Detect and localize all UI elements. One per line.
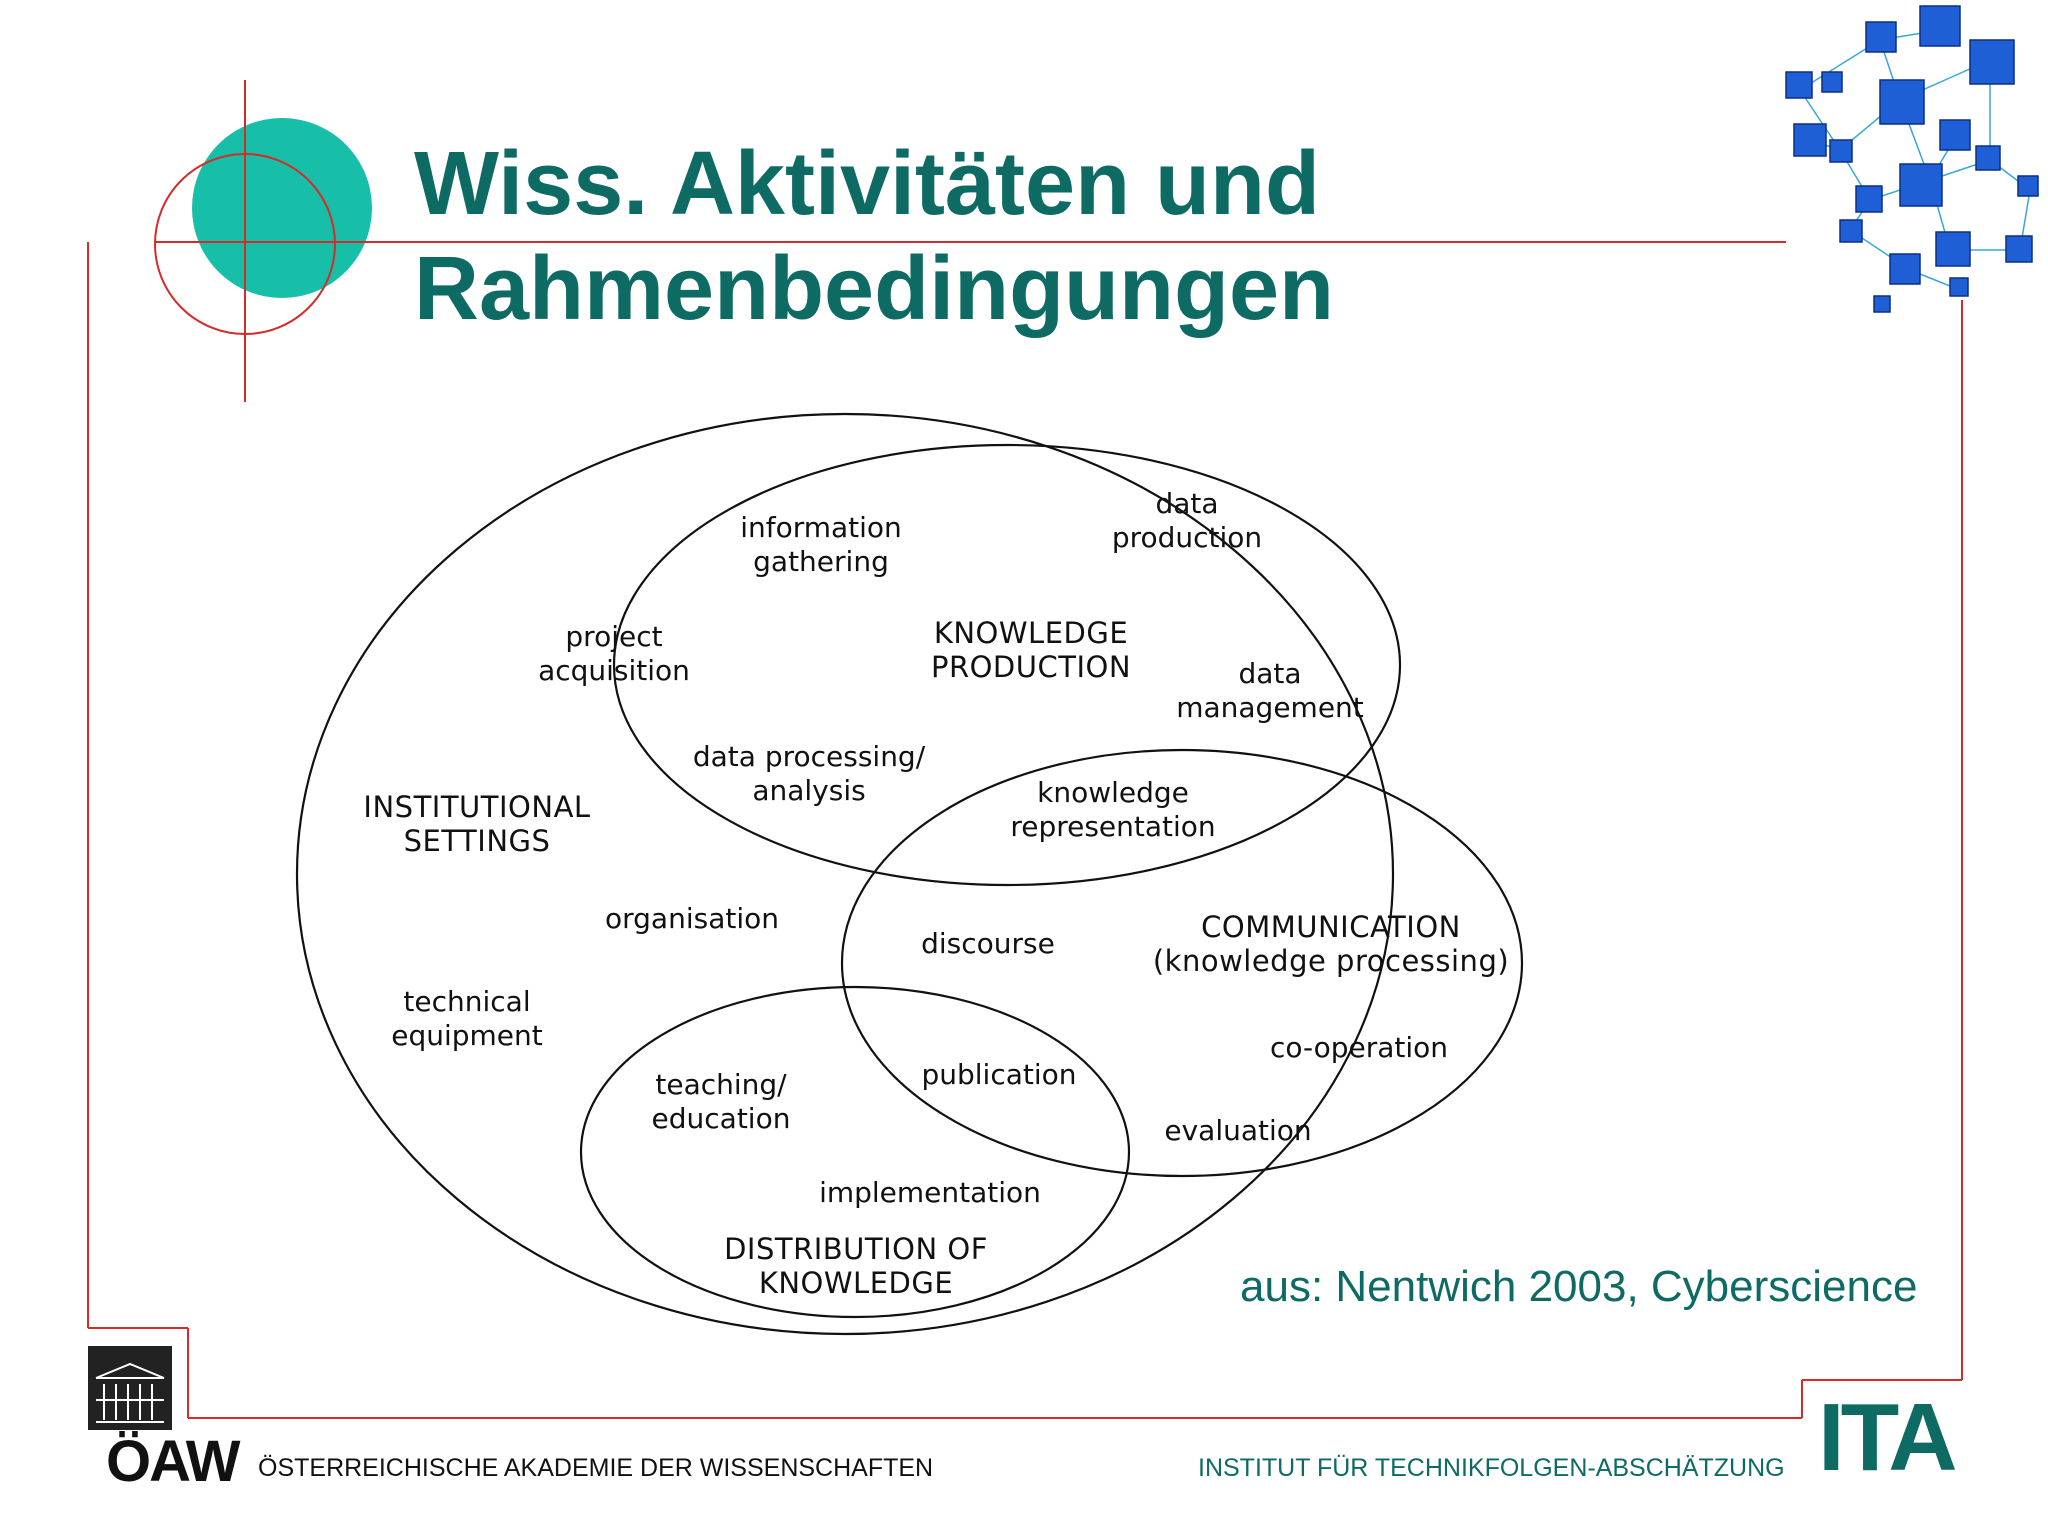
oaw-logo: ÖAW — [106, 1429, 241, 1494]
crosshair-icon — [154, 80, 1786, 402]
organisation-label: organisation — [605, 902, 779, 935]
distribution-of-knowledge-label: DISTRIBUTION OF KNOWLEDGE — [724, 1232, 988, 1300]
knowledge-production-ellipse — [612, 443, 1402, 887]
oaw-building-icon — [88, 1346, 172, 1430]
publication-label: publication — [921, 1058, 1077, 1091]
accent-circle — [192, 118, 372, 298]
co-operation-label: co-operation — [1269, 1031, 1449, 1064]
data-processing-label: data processing/ analysis — [692, 740, 926, 807]
footer-institute-name: INSTITUT FÜR TECHNIKFOLGEN-ABSCHÄTZUNG — [1198, 1454, 1785, 1482]
technical-equipment-label: technical equipment — [391, 985, 543, 1052]
communication-ellipse — [840, 748, 1524, 1178]
ita-logo: ITA — [1818, 1384, 1958, 1491]
cube-network-icon — [1785, 5, 2039, 313]
footer-academy-name: ÖSTERREICHISCHE AKADEMIE DER WISSENSCHAF… — [258, 1454, 934, 1482]
distribution-ellipse — [579, 985, 1131, 1319]
teaching-education-label: teaching/ education — [651, 1068, 791, 1135]
slide-title: Wiss. Aktivitäten und Rahmenbedingungen — [414, 132, 1334, 342]
data-production-label: data production — [1111, 487, 1263, 554]
knowledge-representation-label: knowledge representation — [1010, 776, 1216, 843]
communication-label: COMMUNICATION (knowledge processing) — [1152, 910, 1510, 978]
knowledge-production-label: KNOWLEDGE PRODUCTION — [930, 616, 1132, 684]
frame-lines — [87, 242, 1963, 1419]
evaluation-label: evaluation — [1164, 1114, 1312, 1147]
implementation-label: implementation — [819, 1176, 1041, 1209]
venn-diagram — [295, 412, 1524, 1336]
institutional-settings-ellipse — [295, 412, 1395, 1336]
institutional-settings-label: INSTITUTIONAL SETTINGS — [363, 790, 591, 858]
information-gathering-label: information gathering — [740, 511, 902, 578]
project-acquisition-label: project acquisition — [538, 620, 690, 687]
citation: aus: Nentwich 2003, Cyberscience — [1240, 1262, 1918, 1311]
data-management-label: data management — [1176, 657, 1364, 724]
title-line-1: Wiss. Aktivitäten und — [414, 134, 1320, 234]
discourse-label: discourse — [921, 927, 1055, 960]
title-line-2: Rahmenbedingungen — [414, 239, 1334, 339]
